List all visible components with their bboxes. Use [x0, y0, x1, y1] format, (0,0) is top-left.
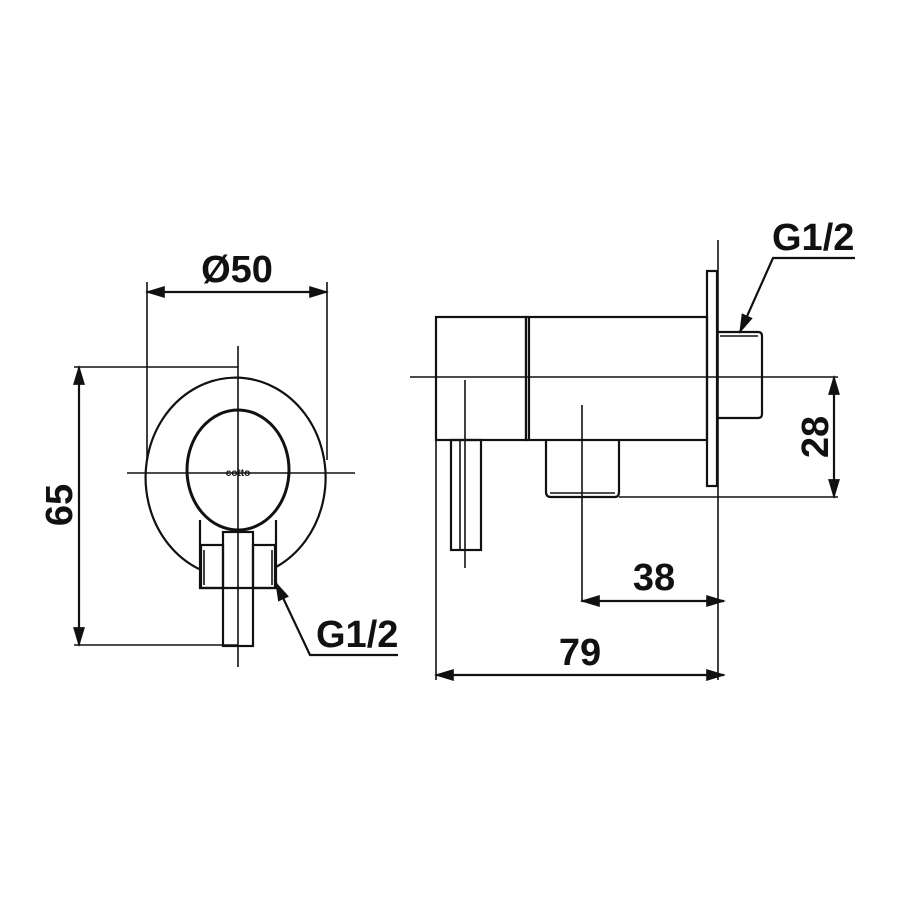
wall-flange: [705, 269, 719, 488]
thread-label-front: G1/2: [316, 614, 398, 656]
outlet-thread: [544, 440, 621, 499]
lever-side: [449, 438, 483, 552]
escutcheon-outline: [144, 376, 327, 570]
thread-label-side: G1/2: [772, 217, 854, 259]
dim-label-diameter: Ø50: [201, 249, 273, 291]
dim-label-38: 38: [633, 557, 675, 599]
front-view: cotto Ø50 65 G1/2: [39, 249, 398, 667]
dim-label-79: 79: [559, 632, 601, 674]
dim-label-28: 28: [795, 416, 837, 458]
lever-stem: [221, 530, 255, 648]
brand-logo: cotto: [226, 468, 250, 479]
thread-leader-side: [738, 256, 855, 334]
side-view: 28 38 79 G1/2: [410, 217, 855, 681]
body-front-block: [434, 315, 528, 442]
rear-thread: [718, 330, 764, 420]
body-main-block: [524, 315, 709, 442]
dim-label-height: 65: [39, 484, 81, 526]
thread-leader: [275, 581, 398, 657]
